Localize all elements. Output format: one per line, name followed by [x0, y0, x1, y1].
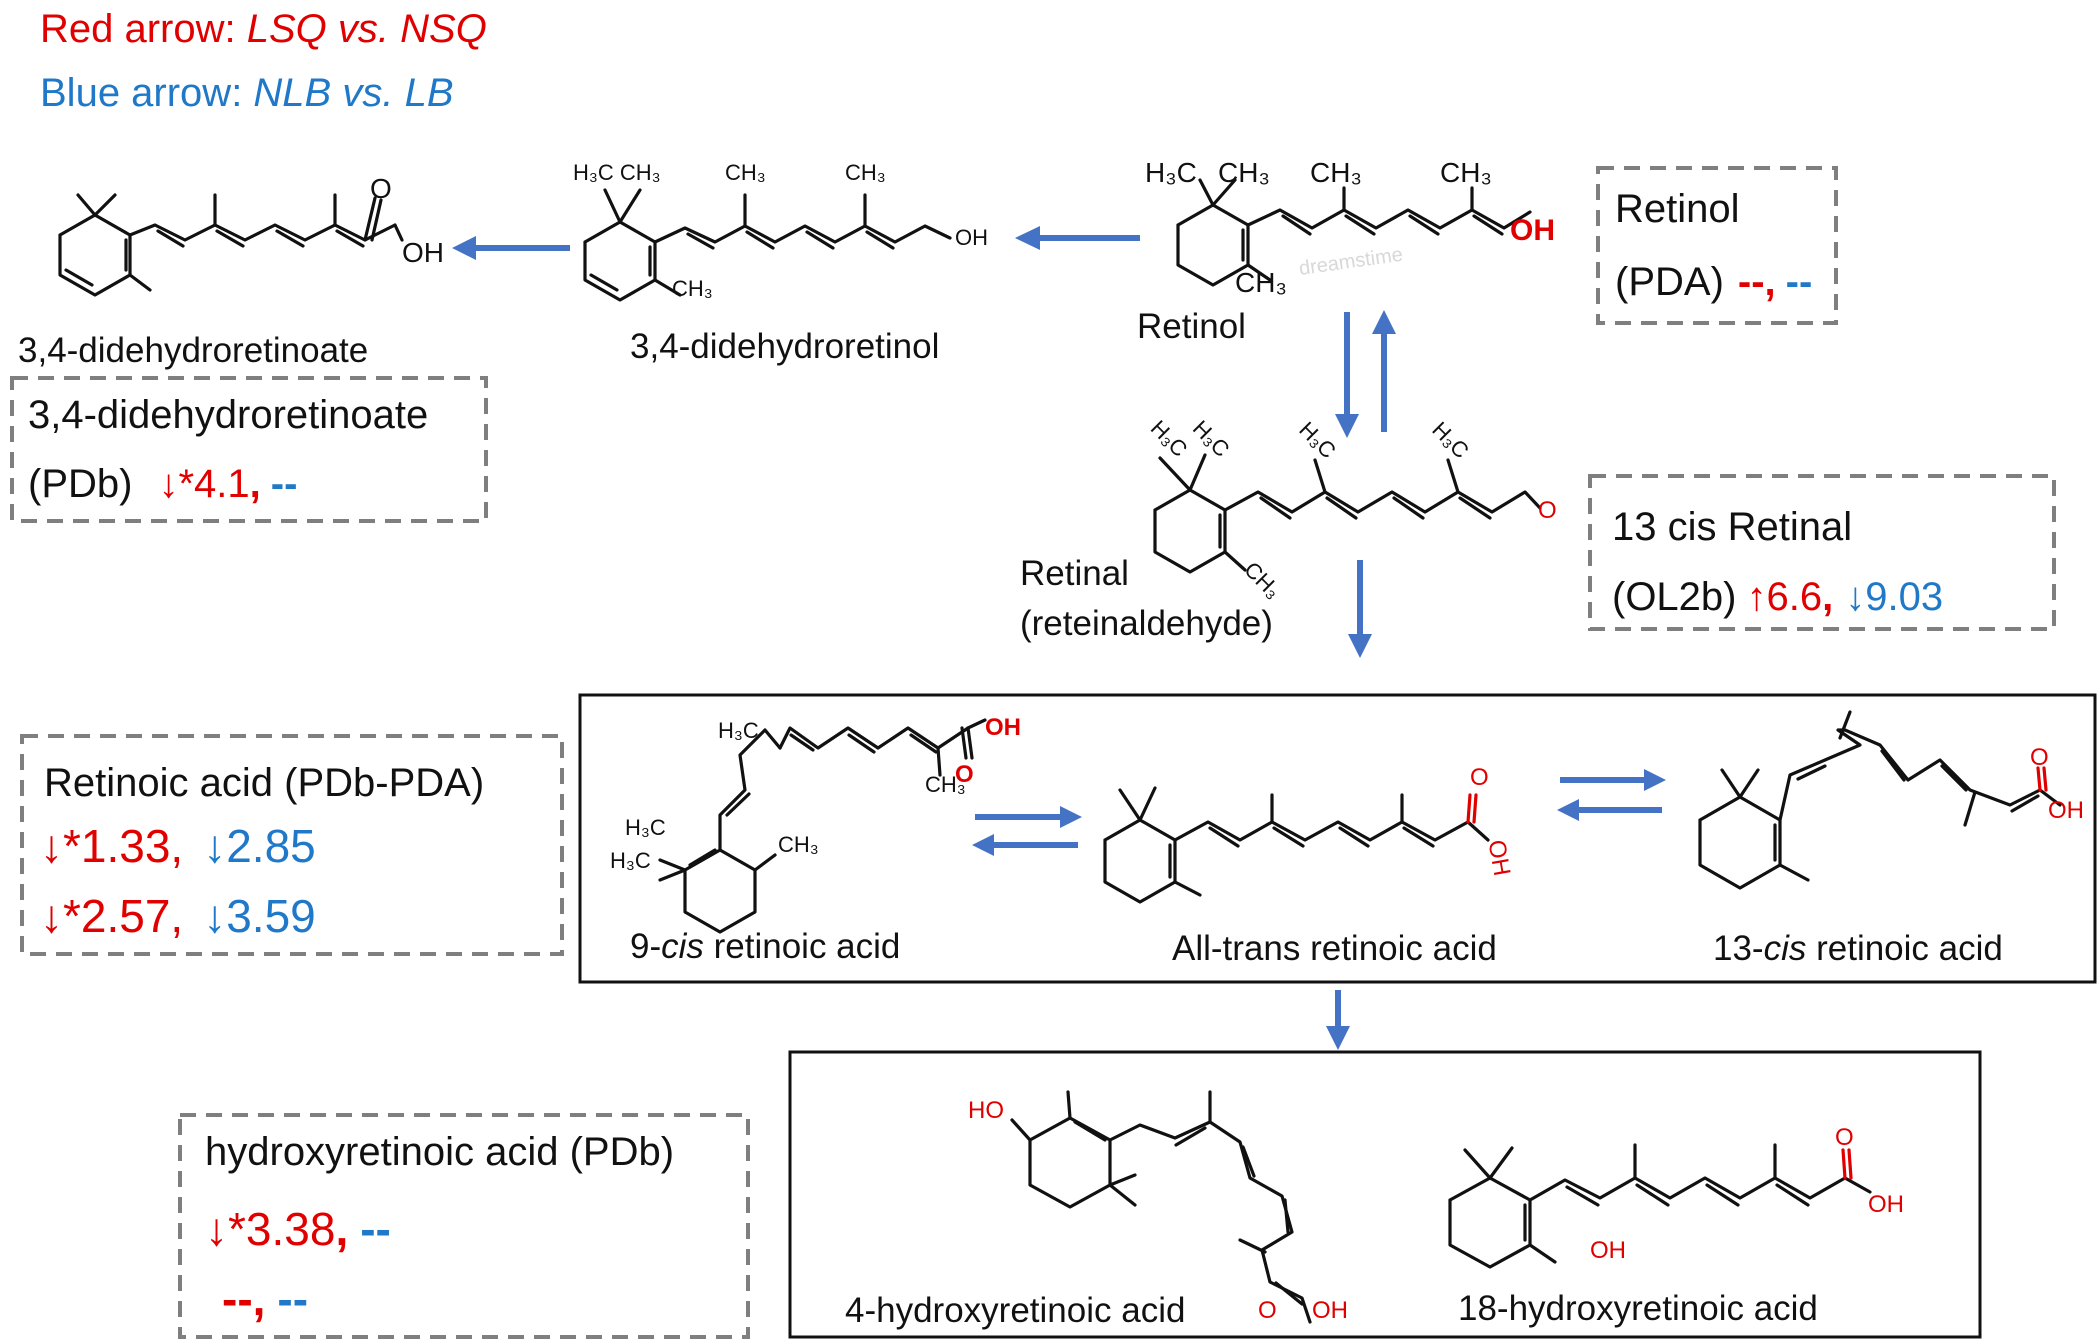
four-hydroxy-oh: OH — [1312, 1297, 1348, 1324]
retinol-oh: OH — [1510, 214, 1555, 247]
arrow-alltrans-to-ninecis — [972, 834, 1078, 856]
nine-cis-h3c-gem1: H₃C — [625, 815, 666, 840]
thirteen-cis-oh: OH — [2048, 797, 2084, 824]
all-trans-oh: OH — [1482, 838, 1515, 878]
didehydroretinoate-oh: OH — [402, 237, 444, 268]
hydroxyretinoic-annotation-row2: --,-- — [222, 1273, 308, 1325]
arrow-retinol-to-retinal — [1335, 312, 1359, 438]
didehydroretinol-ch3-2: CH₃ — [845, 160, 886, 185]
arrow-retinal-to-retinoic-acid — [1348, 560, 1372, 658]
retinal-h3c-3: H₃C — [1294, 417, 1341, 464]
cis-retinal-annotation-name: 13 cis Retinal — [1612, 505, 1852, 549]
didehydroretinol-h3c-ch3: H₃C CH₃ — [573, 160, 661, 185]
didehydroretinoate-annotation-name: 3,4-didehydroretinoate — [28, 393, 428, 437]
hydroxyretinoic-annotation-row1: ↓*3.38,-- — [205, 1203, 391, 1255]
didehydroretinol-oh: OH — [955, 225, 988, 250]
legend-blue: Blue arrow: NLB vs. LB — [40, 71, 454, 115]
didehydroretinoate-name: 3,4-didehydroretinoate — [18, 331, 368, 370]
nine-cis-o: O — [955, 761, 974, 788]
didehydroretinoate-o: O — [370, 173, 392, 204]
nine-cis-structure: H₃C CH₃ OH O H₃C H₃C CH₃ — [610, 714, 1021, 934]
four-hydroxy-ho: HO — [968, 1097, 1004, 1124]
arrow-retinal-to-retinol — [1372, 310, 1396, 432]
nine-cis-name: 9-cis retinoic acid — [630, 927, 900, 966]
retinol-ch3-2: CH₃ — [1310, 157, 1362, 188]
arrow-didehydroretinol-to-retinoate — [452, 236, 570, 260]
retinal-h3c-4: H₃C — [1427, 417, 1474, 464]
retinol-ch3-4: CH₃ — [1235, 267, 1287, 298]
retinoic-acid-group — [578, 693, 2097, 984]
nine-cis-ch3-ring: CH₃ — [778, 832, 819, 857]
retinal-name-line1: Retinal — [1020, 554, 1129, 593]
all-trans-structure: O OH — [1103, 764, 1515, 904]
eighteen-hydroxy-oh: OH — [1868, 1191, 1904, 1218]
didehydroretinoate-annotation-box — [10, 376, 488, 523]
all-trans-o: O — [1470, 764, 1489, 791]
hydroxy-group — [788, 1050, 1982, 1339]
retinoic-acid-annotation-name: Retinoic acid (PDb-PDA) — [44, 761, 484, 805]
retinol-h3c: H₃C — [1145, 157, 1197, 188]
four-hydroxy-structure: HO O OH — [968, 1090, 1348, 1324]
thirteen-cis-structure: O OH — [1698, 710, 2084, 890]
retinol-name: Retinol — [1137, 307, 1246, 346]
eighteen-hydroxy-name: 18-hydroxyretinoic acid — [1458, 1289, 1818, 1328]
four-hydroxy-name: 4-hydroxyretinoic acid — [845, 1291, 1185, 1330]
retinol-annotation-name: Retinol — [1615, 187, 1740, 231]
legend-blue-prefix: Blue arrow: — [40, 71, 253, 115]
eighteen-hydroxy-o: O — [1835, 1124, 1854, 1151]
didehydroretinol-ch3-3: CH₃ — [672, 276, 713, 301]
legend-red: Red arrow: LSQ vs. NSQ — [40, 7, 487, 51]
retinal-o: O — [1538, 497, 1557, 524]
didehydroretinol-structure: H₃C CH₃ CH₃ CH₃ CH₃ OH — [573, 160, 988, 302]
retinol-annotation-box — [1596, 166, 1838, 325]
retinoic-acid-annotation-row1: ↓*1.33,↓2.85 — [40, 820, 316, 872]
retinal-h3c-2: H₃C — [1188, 415, 1235, 462]
retinal-h3c-1: H₃C — [1146, 415, 1193, 462]
nine-cis-h3c: H₃C — [718, 718, 759, 743]
arrow-thirteencis-to-alltrans — [1557, 799, 1662, 821]
didehydroretinoate-structure: O OH — [58, 173, 444, 297]
all-trans-name: All-trans retinoic acid — [1172, 929, 1497, 968]
retinol-structure: H₃C CH₃ CH₃ CH₃ CH₃ OH dreamstime — [1145, 157, 1555, 298]
hydroxyretinoic-annotation-box — [178, 1113, 750, 1339]
didehydroretinol-ch3-1: CH₃ — [725, 160, 766, 185]
nine-cis-ch3: CH₃ — [925, 772, 966, 797]
arrow-retinol-to-didehydroretinol — [1015, 226, 1140, 250]
eighteen-hydroxy-structure: O OH OH — [1448, 1124, 1904, 1269]
retinol-ch3-3: CH₃ — [1440, 157, 1492, 188]
nine-cis-h3c-gem2: H₃C — [610, 848, 651, 873]
arrow-alltrans-to-thirteencis — [1560, 769, 1666, 791]
hydroxyretinoic-annotation-name: hydroxyretinoic acid (PDb) — [205, 1130, 674, 1174]
retinal-structure: H₃C H₃C H₃C H₃C CH₃ O — [1146, 415, 1557, 603]
thirteen-cis-name: 13-cis retinoic acid — [1713, 929, 2003, 968]
retinol-annotation-values: (PDA)--,-- — [1615, 260, 1812, 304]
retinol-ch3-1: CH₃ — [1218, 157, 1270, 188]
legend-blue-comparison: NLB vs. LB — [253, 71, 453, 115]
retinal-ch3: CH₃ — [1239, 557, 1285, 603]
eighteen-hydroxy-oh2: OH — [1590, 1237, 1626, 1264]
didehydroretinol-name: 3,4-didehydroretinol — [630, 327, 939, 366]
didehydroretinoate-annotation-values: (PDb)↓*4.1,-- — [28, 462, 297, 506]
cis-retinal-annotation-values: (OL2b)↑6.6,↓9.03 — [1612, 575, 1943, 619]
four-hydroxy-o: O — [1258, 1297, 1277, 1324]
retinoic-acid-annotation-row2: ↓*2.57,↓3.59 — [40, 890, 316, 942]
legend-red-comparison: LSQ vs. NSQ — [247, 7, 487, 51]
watermark: dreamstime — [1298, 244, 1405, 280]
legend-red-prefix: Red arrow: — [40, 7, 247, 51]
arrow-retinoic-to-hydroxy — [1326, 990, 1350, 1050]
thirteen-cis-o: O — [2030, 744, 2049, 771]
cis-retinal-annotation-box — [1588, 474, 2056, 631]
retinal-name-line2: (reteinaldehyde) — [1020, 604, 1273, 643]
arrow-ninecis-to-alltrans — [975, 806, 1082, 828]
nine-cis-oh: OH — [985, 714, 1021, 741]
retinoic-acid-annotation-box — [20, 734, 564, 956]
